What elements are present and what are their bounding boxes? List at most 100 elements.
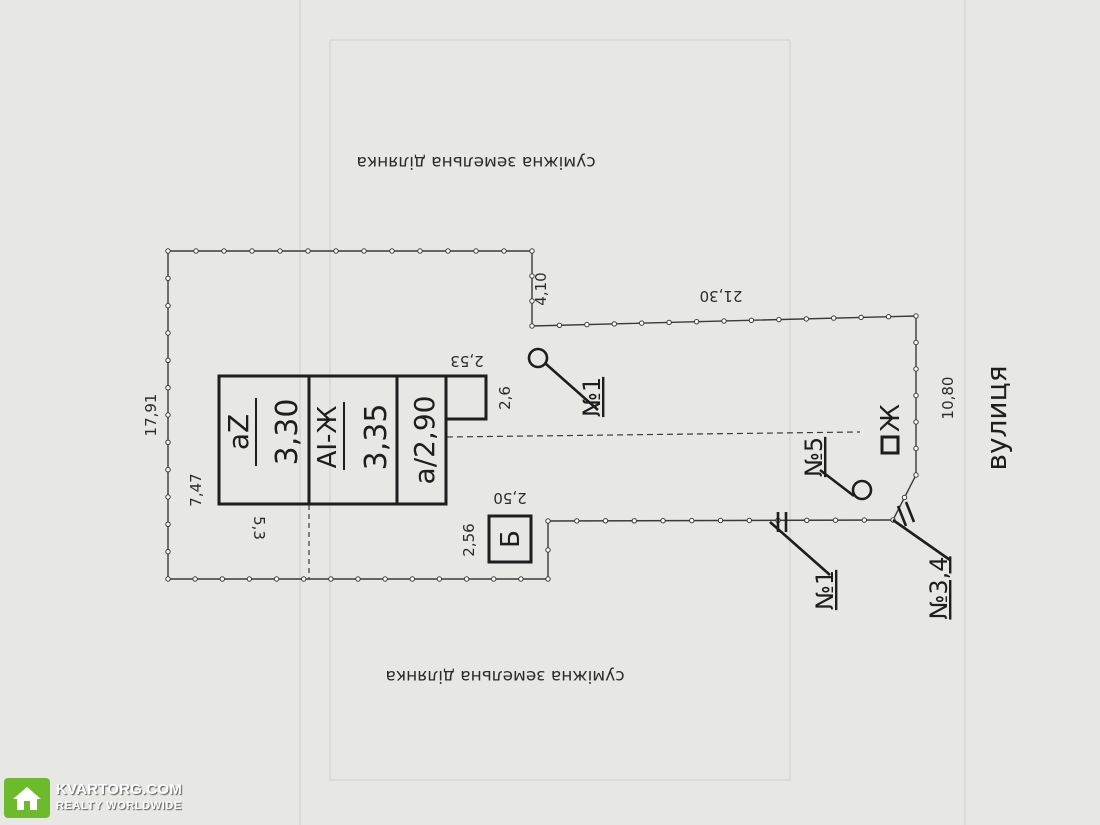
boundary-point xyxy=(885,314,892,320)
boundary-point xyxy=(913,419,919,425)
boundary-point xyxy=(221,248,227,254)
boundary-point xyxy=(913,472,919,478)
structure-b-label: Б xyxy=(496,530,526,548)
boundary-point xyxy=(165,576,171,582)
boundary-point xyxy=(529,323,535,329)
kvartorg-watermark: KVARTORG.COM REALTY WORLDWIDE xyxy=(4,778,182,818)
boundary-point xyxy=(545,576,551,582)
boundary-point xyxy=(776,316,782,323)
adjacent-plot-bottom-label: суміжна земельна ділянка xyxy=(385,666,624,686)
boundary-point xyxy=(165,303,171,309)
marker-n5: №5 xyxy=(800,437,828,477)
boundary-point xyxy=(165,439,171,445)
marker-n1-lower: №1 xyxy=(811,570,839,610)
boundary-point xyxy=(273,576,280,582)
dim-street-side: 10,80 xyxy=(939,377,957,420)
boundary-point xyxy=(333,248,339,254)
watermark-brand: KVARTORG.COM xyxy=(56,781,183,798)
boundary-point xyxy=(639,320,645,326)
boundary-point xyxy=(602,518,609,524)
boundary-point xyxy=(277,248,283,254)
boundary-point xyxy=(445,248,451,254)
marker-graphics xyxy=(527,347,951,576)
boundary-point xyxy=(355,576,361,582)
boundary-point xyxy=(473,248,479,254)
boundary-point xyxy=(545,547,551,553)
background-frame xyxy=(299,0,966,825)
boundary-point xyxy=(529,298,535,304)
dim-top-right-step: 4,10 xyxy=(532,272,550,305)
boundary-point xyxy=(389,248,395,254)
boundary-point xyxy=(913,339,919,346)
boundary-point xyxy=(693,319,700,325)
boundary-point xyxy=(361,248,367,254)
boundary-point xyxy=(165,357,171,363)
boundary-point xyxy=(831,315,837,321)
boundary-point xyxy=(556,322,563,328)
house-row3-label: а/2,90 xyxy=(408,396,441,485)
boundary-point xyxy=(382,576,388,582)
house-row1-label: аZ xyxy=(222,414,255,450)
boundary-point xyxy=(721,318,727,324)
boundary-point xyxy=(165,412,171,418)
watermark-tagline: REALTY WORLDWIDE xyxy=(56,800,182,812)
boundary-point xyxy=(858,314,864,321)
house-block xyxy=(217,374,448,506)
boundary-point xyxy=(529,248,535,254)
boundary-point xyxy=(193,248,199,254)
dim-left-side: 17,91 xyxy=(142,394,160,437)
boundary-points xyxy=(165,248,919,582)
boundary-point xyxy=(611,321,617,327)
boundary-point xyxy=(832,517,839,523)
boundary-point xyxy=(501,248,507,254)
dim-annex-width: 2,6 xyxy=(496,386,514,410)
boundary-point xyxy=(491,576,497,582)
boundary-point xyxy=(717,517,724,524)
boundary-point xyxy=(417,248,423,254)
boundary-point xyxy=(861,517,867,523)
structure-b-block xyxy=(487,514,533,564)
boundary-point xyxy=(689,517,695,524)
house-row2-label: АІ-Ж xyxy=(313,406,343,469)
boundary-point xyxy=(463,576,470,582)
boundary-point xyxy=(631,518,637,524)
boundary-point xyxy=(165,248,171,254)
house-row1-height: 3,30 xyxy=(270,399,305,466)
boundary-point xyxy=(913,366,919,372)
boundary-point xyxy=(574,518,580,524)
dim-annex-length: 2,53 xyxy=(450,352,483,370)
boundary-point xyxy=(518,576,524,582)
boundary-point xyxy=(305,248,311,254)
boundary-point xyxy=(913,392,919,399)
boundary-point xyxy=(246,576,253,582)
n5-circle xyxy=(851,479,873,501)
boundary-point xyxy=(803,316,809,322)
house-row2-height: 3,35 xyxy=(359,404,394,471)
boundary-point xyxy=(409,576,415,582)
marker-n1-upper: №1 xyxy=(578,377,606,417)
dim-right-top: 21,30 xyxy=(700,287,743,305)
boundary-point xyxy=(165,494,171,500)
boundary-point xyxy=(165,330,171,336)
street-label: вулиця xyxy=(980,365,1013,470)
boundary-point xyxy=(746,517,752,524)
boundary-point xyxy=(165,521,171,527)
dim-b-length: 2,50 xyxy=(493,489,526,507)
boundary-point xyxy=(192,576,198,582)
boundary-point xyxy=(660,518,666,524)
marker-n34: №3,4 xyxy=(925,556,953,619)
structure-zh-square xyxy=(880,435,900,455)
boundary-point xyxy=(165,467,171,473)
boundary-point xyxy=(529,273,535,279)
house-logo-icon xyxy=(4,778,50,818)
boundary-point xyxy=(301,576,307,582)
n1-upper-circle xyxy=(527,347,549,369)
structure-zh-label: Ж xyxy=(876,404,906,432)
boundary-point xyxy=(913,313,919,319)
boundary-point xyxy=(165,275,171,281)
boundary-point xyxy=(249,248,255,254)
dashed-guide-street xyxy=(446,431,861,438)
boundary-point xyxy=(913,445,919,452)
